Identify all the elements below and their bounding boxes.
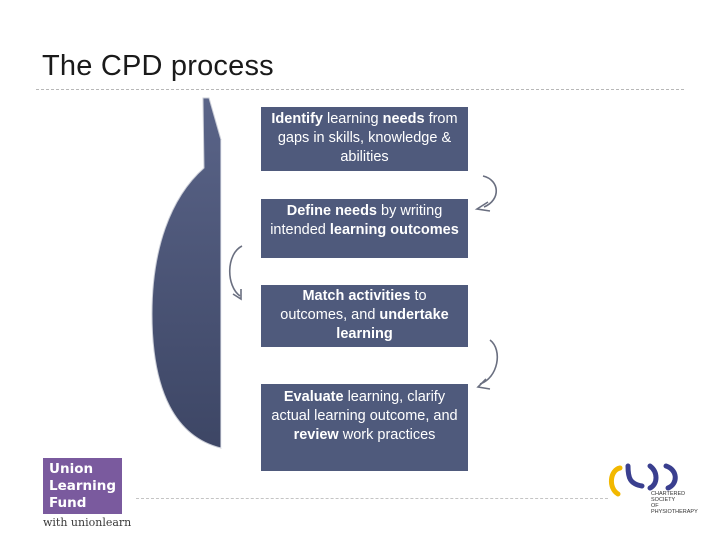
step-match-activities: Match activities to outcomes, and undert… <box>261 285 468 347</box>
step-text-bold: review <box>293 427 339 443</box>
step-text-bold: learning outcomes <box>329 222 459 238</box>
step-text-bold: needs <box>382 111 425 127</box>
page-title: The CPD process <box>42 50 274 82</box>
logo-line: Union <box>49 461 94 477</box>
step-define-needs: Define needs by writing intended learnin… <box>261 199 468 258</box>
unionlearn-tagline: with unionlearn <box>43 516 132 529</box>
title-divider <box>36 89 684 90</box>
step-text: by writing intended <box>270 203 443 238</box>
step-text-bold: Identify <box>271 111 323 127</box>
footer-divider <box>136 498 608 499</box>
step-text: learning <box>322 111 383 127</box>
step-identify-needs: Identify learning needs from gaps in ski… <box>261 107 468 171</box>
csp-logo-icon <box>609 463 678 497</box>
curved-arrow-icon <box>474 175 498 212</box>
step-text: learning, clarify actual learning outcom… <box>271 389 458 424</box>
logo-line: Society <box>651 497 676 503</box>
logo-line: Physiotherapy <box>651 509 698 515</box>
union-learning-fund-logo: Union Learning Fund <box>43 458 122 514</box>
logo-line: Learning <box>49 478 117 494</box>
step-text-bold: undertake learning <box>336 307 449 342</box>
step-text: from gaps in skills, knowledge & abiliti… <box>277 111 458 165</box>
step-text: work practices <box>338 427 436 443</box>
return-arrow-icon <box>151 97 222 449</box>
logo-line: of <box>651 503 659 509</box>
curved-arrow-icon <box>229 245 243 301</box>
logo-line: Fund <box>49 495 87 511</box>
curved-arrow-icon <box>476 339 499 390</box>
csp-logo-text: Chartered Society of Physiotherapy <box>651 491 711 515</box>
step-text-bold: Evaluate <box>283 389 344 405</box>
step-evaluate-learning: Evaluate learning, clarify actual learni… <box>261 384 468 471</box>
logo-line: Chartered <box>651 491 686 497</box>
step-text-bold: Match activities <box>302 288 411 304</box>
step-text-bold: Define needs <box>286 203 377 219</box>
step-text: to outcomes, and <box>280 288 427 323</box>
